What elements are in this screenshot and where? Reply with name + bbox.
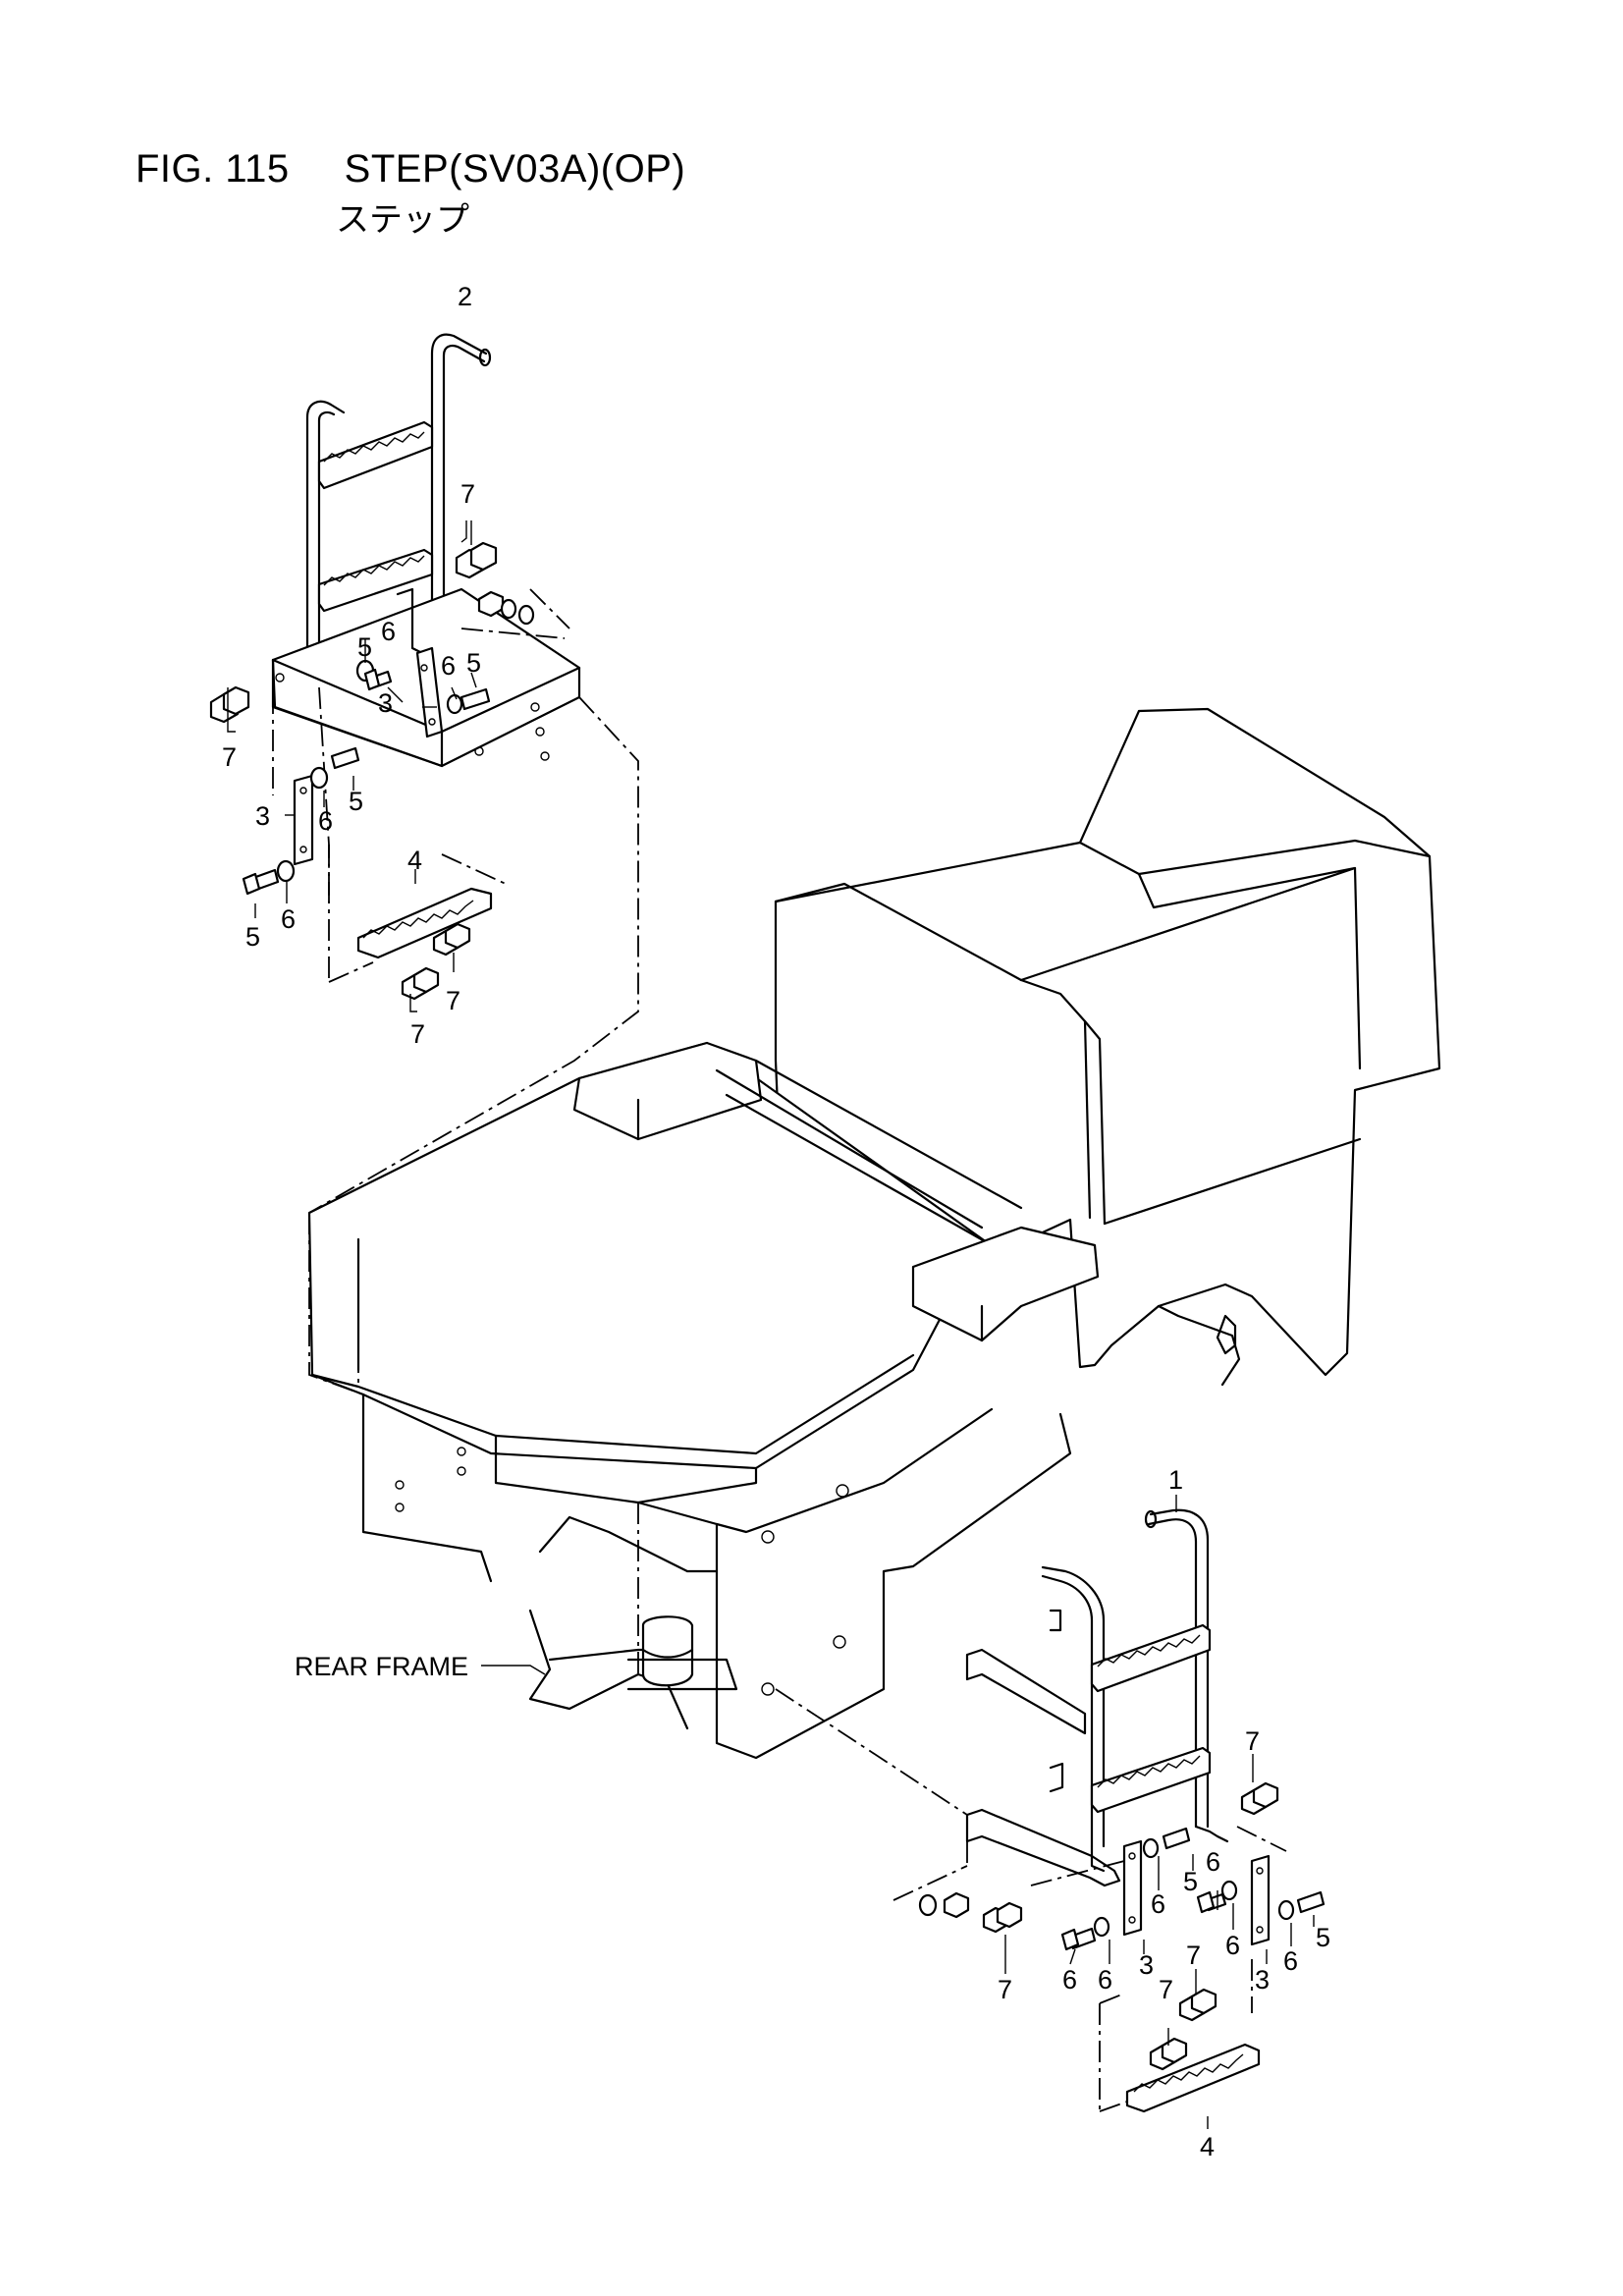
hex-nut-icon bbox=[1240, 1781, 1279, 1816]
callout-part-3: 3 bbox=[1139, 1950, 1154, 1980]
callout-part-5: 5 bbox=[349, 787, 363, 816]
callout-part-5: 5 bbox=[245, 922, 260, 952]
callout-part-7: 7 bbox=[222, 742, 237, 772]
callout-part-7: 7 bbox=[446, 986, 460, 1015]
callout-part-6: 6 bbox=[441, 651, 456, 681]
callout-part-5: 5 bbox=[1183, 1867, 1198, 1896]
washer-icon bbox=[1277, 1899, 1295, 1921]
lower-handrail-tube bbox=[1147, 1518, 1198, 1829]
hex-nut-icon bbox=[209, 685, 250, 724]
machine-body bbox=[307, 707, 1441, 1760]
callout-part-1: 1 bbox=[1168, 1465, 1183, 1495]
hex-nut-icon bbox=[455, 541, 498, 579]
callout-part-3: 3 bbox=[1255, 1965, 1270, 1995]
figure-title: STEP(SV03A)(OP) bbox=[344, 147, 686, 191]
lower-mount-arm-lower bbox=[965, 1808, 1121, 1887]
callout-part-7: 7 bbox=[460, 479, 475, 509]
hex-nut-icon bbox=[401, 966, 440, 1001]
callout-part-5: 5 bbox=[1316, 1923, 1330, 1952]
upper-step-assembly bbox=[271, 333, 639, 1214]
callout-part-6: 6 bbox=[1098, 1965, 1112, 1995]
callout-part-6: 6 bbox=[381, 617, 396, 646]
bolt-icon bbox=[242, 868, 280, 896]
upper-tread-2 bbox=[317, 548, 434, 613]
bolt-icon bbox=[1060, 1927, 1097, 1951]
callout-labels: 2 7 5 6 6 5 3 7 5 6 3 4 5 6 7 7 REAR FRA… bbox=[222, 282, 1330, 2161]
upper-lower-side-plate bbox=[293, 774, 314, 866]
callout-part-4: 4 bbox=[407, 846, 422, 875]
lower-fasteners bbox=[481, 1495, 1325, 2129]
callout-part-4: 4 bbox=[1200, 2132, 1215, 2161]
washer-icon bbox=[1142, 1837, 1160, 1859]
hex-nut-icon bbox=[1149, 2037, 1188, 2071]
lower-side-plate-left bbox=[1122, 1839, 1143, 1937]
figure-subtitle: ステップ bbox=[336, 200, 469, 240]
lower-mount-arm-upper bbox=[965, 1648, 1087, 1735]
hex-nut-icon bbox=[982, 1901, 1023, 1934]
upper-bottom-step bbox=[356, 887, 493, 959]
lower-tread-2 bbox=[1090, 1746, 1212, 1814]
bolt-icon bbox=[363, 668, 393, 691]
callout-part-6: 6 bbox=[1283, 1946, 1298, 1976]
hex-nut-icon bbox=[432, 922, 471, 957]
washer-icon bbox=[500, 598, 517, 620]
callout-part-6: 6 bbox=[281, 904, 296, 934]
bolt-icon bbox=[1162, 1827, 1191, 1850]
handrail-tube bbox=[430, 333, 488, 670]
hex-nut-icon bbox=[943, 1891, 970, 1919]
callout-part-7: 7 bbox=[1159, 1975, 1173, 2004]
callout-part-6: 6 bbox=[1151, 1889, 1165, 1919]
callout-part-5: 6 bbox=[1062, 1965, 1077, 1995]
washer-icon bbox=[276, 859, 296, 883]
callout-part-7: 7 bbox=[1186, 1941, 1201, 1970]
bolt-icon bbox=[1196, 1890, 1227, 1914]
callout-part-2: 2 bbox=[458, 282, 472, 311]
lower-step-assembly bbox=[775, 1508, 1287, 2113]
callout-part-5: 5 bbox=[466, 648, 481, 678]
hex-nut-icon bbox=[1178, 1988, 1217, 2022]
figure-number: FIG. 115 bbox=[135, 147, 290, 191]
lower-side-plate-right bbox=[1250, 1854, 1271, 1946]
washer-icon bbox=[918, 1893, 938, 1917]
callout-part-6: 6 bbox=[1225, 1931, 1240, 1960]
washer-icon bbox=[309, 766, 329, 790]
callout-part-5: 5 bbox=[357, 632, 372, 662]
callout-part-5: 6 bbox=[1206, 1847, 1220, 1877]
bolt-icon bbox=[460, 687, 491, 711]
figure-heading: FIG. 115 STEP(SV03A)(OP) bbox=[135, 147, 685, 191]
washer-icon bbox=[517, 604, 535, 626]
washer-icon bbox=[1093, 1916, 1110, 1938]
callout-part-6: 6 bbox=[318, 806, 333, 836]
callout-part-3: 3 bbox=[378, 688, 393, 718]
callout-part-3: 3 bbox=[255, 801, 270, 831]
lower-tread-1 bbox=[1090, 1623, 1212, 1693]
washer-icon bbox=[446, 693, 463, 715]
upper-fasteners bbox=[209, 520, 535, 1012]
bolt-icon bbox=[1296, 1890, 1325, 1914]
callout-part-7: 7 bbox=[998, 1975, 1012, 2004]
lower-bottom-step bbox=[1125, 2043, 1261, 2113]
rear-frame-label: REAR FRAME bbox=[295, 1652, 468, 1681]
callout-part-7: 7 bbox=[410, 1019, 425, 1049]
callout-part-7: 7 bbox=[1245, 1726, 1260, 1756]
upper-tread-1 bbox=[317, 420, 434, 490]
bolt-icon bbox=[330, 746, 360, 770]
hex-nut-icon bbox=[477, 590, 505, 618]
washer-icon bbox=[1220, 1880, 1238, 1901]
